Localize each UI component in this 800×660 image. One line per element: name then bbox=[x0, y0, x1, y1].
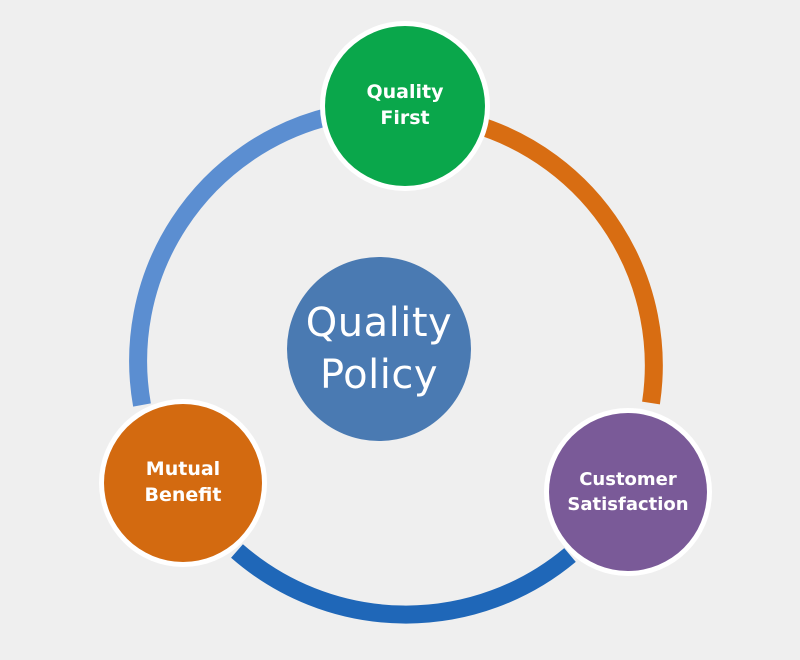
mutual-benefit-label-line2: Benefit bbox=[144, 484, 222, 506]
quality-first-label-line1: Quality bbox=[366, 81, 444, 104]
ring-arc-top-right bbox=[471, 115, 663, 405]
center-label-line1: Quality bbox=[305, 300, 453, 346]
quality-first-node: Quality First bbox=[325, 26, 485, 186]
customer-satisfaction-label-line1: Customer bbox=[579, 468, 677, 490]
ring-arc-left bbox=[129, 107, 334, 407]
mutual-benefit-node: Mutual Benefit bbox=[104, 404, 262, 562]
mutual-benefit-label-line1: Mutual bbox=[145, 458, 221, 481]
center-label-line2: Policy bbox=[319, 352, 439, 398]
customer-satisfaction-label-line2: Satisfaction bbox=[567, 494, 689, 515]
customer-satisfaction-node: Customer Satisfaction bbox=[549, 413, 707, 571]
ring-arc-bottom bbox=[231, 544, 576, 624]
quality-policy-center: Quality Policy bbox=[287, 257, 471, 441]
quality-first-label-line2: First bbox=[380, 107, 430, 129]
